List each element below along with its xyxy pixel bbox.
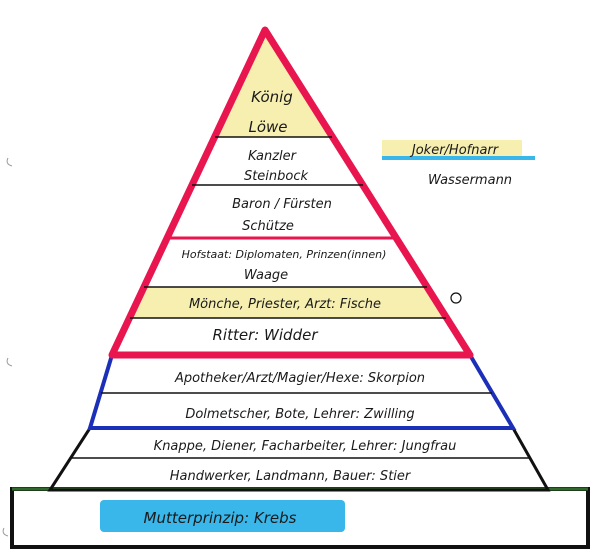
- level-knights: Ritter: Widder: [212, 326, 318, 344]
- level-squire: Knappe, Diener, Facharbeiter, Lehrer: Ju…: [154, 439, 457, 454]
- level-apothecary: Apotheker/Arzt/Magier/Hexe: Skorpion: [174, 371, 425, 386]
- joker-title: Joker/Hofnarr: [409, 143, 500, 158]
- level-baron: Baron / Fürsten: [232, 197, 332, 212]
- joker-sign: Wassermann: [428, 173, 512, 188]
- small-circle-mark: [450, 292, 462, 304]
- level-baron-sign: Schütze: [242, 219, 294, 234]
- margin-mark: [6, 157, 13, 167]
- monks-band-highlight: [130, 287, 446, 318]
- margin-mark: [2, 527, 9, 537]
- joker-highlight: [382, 140, 522, 158]
- level-court: Hofstaat: Diplomaten, Prinzen(innen): [182, 248, 387, 261]
- top-triangle-outline: [108, 26, 474, 359]
- level-interpreter: Dolmetscher, Bote, Lehrer: Zwilling: [185, 407, 414, 422]
- base-highlight: [100, 500, 345, 532]
- row-dividers: [70, 136, 530, 459]
- level-king-sign: Löwe: [248, 118, 287, 136]
- margin-mark: [6, 357, 13, 367]
- apex-highlight: [215, 30, 332, 137]
- level-court-sign: Waage: [244, 268, 288, 283]
- level-chancellor: Kanzler: [248, 149, 298, 164]
- level-craftsman: Handwerker, Landmann, Bauer: Stier: [170, 469, 412, 484]
- base-mother-principle: Mutterprinzip: Krebs: [144, 509, 297, 527]
- level-chancellor-sign: Steinbock: [244, 169, 309, 184]
- level-king: König: [251, 88, 293, 106]
- level-monks: Mönche, Priester, Arzt: Fische: [189, 297, 381, 312]
